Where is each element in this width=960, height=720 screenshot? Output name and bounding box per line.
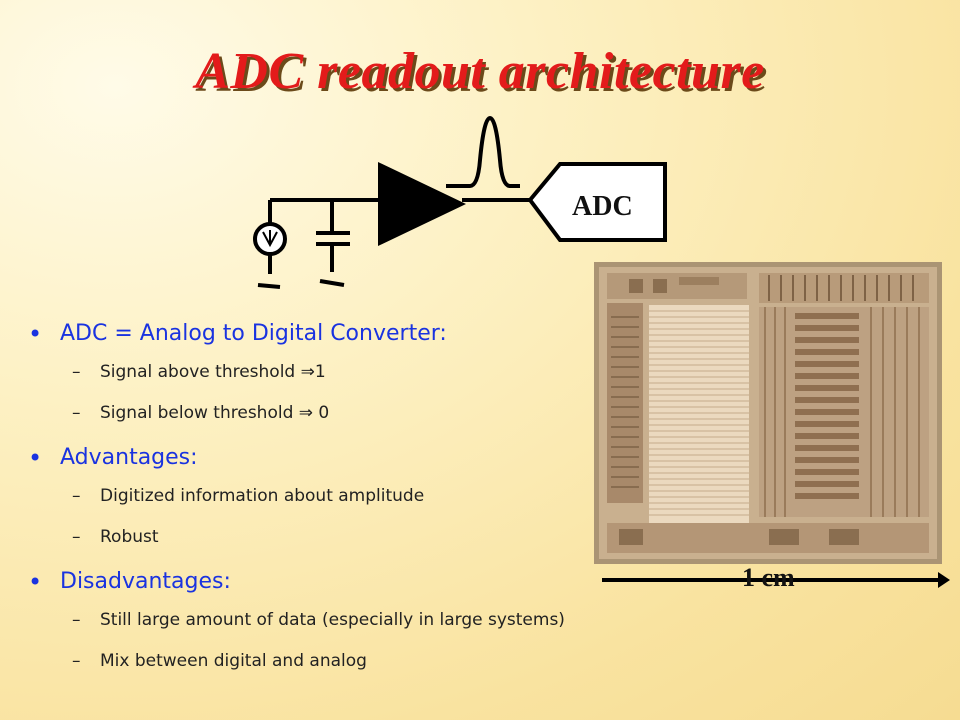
bullet-advantages: •Advantages: bbox=[28, 444, 198, 472]
bullet-disadvantages: •Disadvantages: bbox=[28, 568, 231, 596]
amplifier-triangle-icon bbox=[378, 162, 466, 246]
pulse-icon bbox=[446, 115, 520, 188]
chip-layout-image bbox=[599, 267, 937, 559]
bullet-adc-definition: •ADC = Analog to Digital Converter: bbox=[28, 320, 447, 348]
scale-bar-label: 1 cm bbox=[742, 563, 795, 592]
scale-arrowhead-icon bbox=[938, 572, 950, 588]
sub-bullet: –Mix between digital and analog bbox=[72, 651, 367, 671]
sub-bullet: –Signal above threshold ⇒1 bbox=[72, 362, 326, 382]
bullet-list: •ADC = Analog to Digital Converter: –Sig… bbox=[28, 316, 565, 682]
slide-title: ADC readout architecture bbox=[195, 43, 765, 100]
sub-bullet: –Still large amount of data (especially … bbox=[72, 610, 565, 630]
sub-bullet: –Signal below threshold ⇒ 0 bbox=[72, 403, 330, 423]
chip-photo bbox=[594, 262, 942, 564]
sub-bullet: –Digitized information about amplitude bbox=[72, 486, 425, 506]
sub-bullet: –Robust bbox=[72, 527, 159, 547]
adc-box bbox=[527, 162, 667, 242]
adc-label: ADC bbox=[572, 191, 633, 222]
